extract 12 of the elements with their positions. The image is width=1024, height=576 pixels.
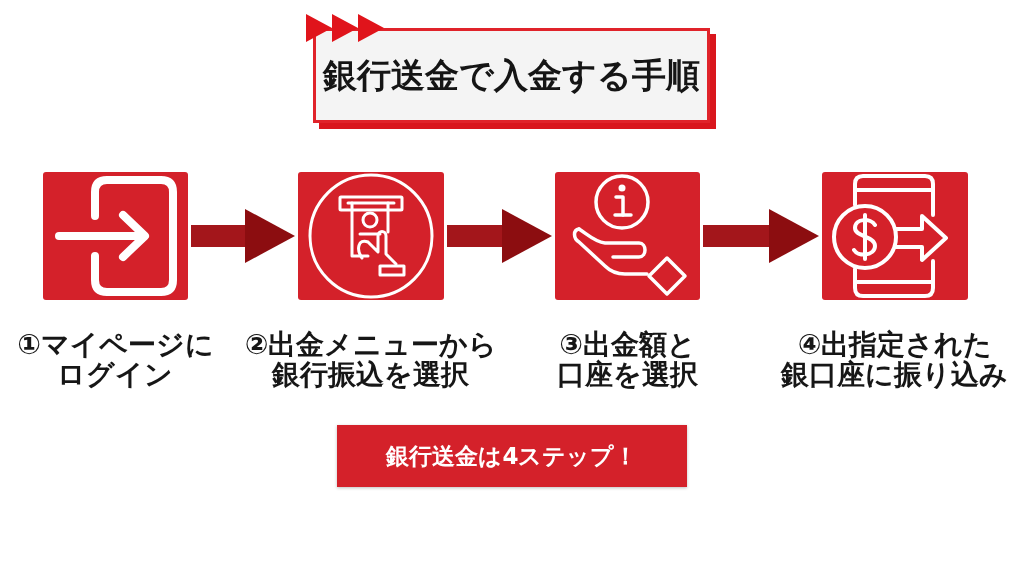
cash-machine-icon [298, 172, 444, 300]
step-caption: ②出金メニューから銀行振込を選択 [243, 330, 499, 390]
arrow [191, 209, 295, 263]
step-caption: ③出金額と口座を選択 [556, 330, 699, 390]
step-caption: ①マイページにログイン [16, 330, 215, 390]
info-hand-icon [555, 172, 700, 300]
step-caption: ④出指定された銀口座に振り込み [779, 330, 1010, 390]
summary-banner: 銀行送金は4ステップ！ [337, 425, 687, 487]
arrow [703, 209, 819, 263]
arrow [447, 209, 552, 263]
phone-dollar-icon [822, 172, 968, 300]
login-icon [43, 172, 188, 300]
